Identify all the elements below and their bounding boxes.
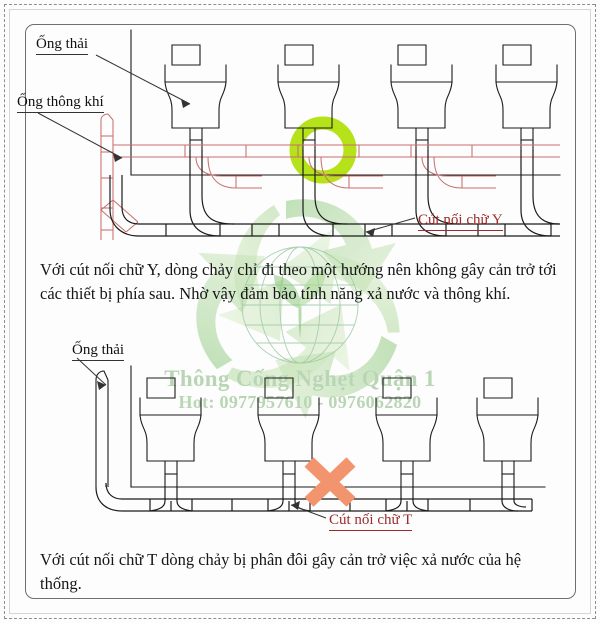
top-fixtures-group xyxy=(130,29,561,176)
highlight-ring xyxy=(289,116,357,184)
label-vent-pipe-top: Ống thông khí xyxy=(17,94,104,113)
drain-pipe-t-network xyxy=(95,482,533,512)
label-waste-pipe-top: Ống thải xyxy=(36,36,89,55)
watermark-phone: Hot: 0977957610 - 0976062820 xyxy=(178,392,422,412)
label-waste-pipe-bottom: Ống thải xyxy=(72,342,125,361)
callout-arrowheads-top xyxy=(113,99,375,237)
label-t-fitting: Cút nối chữ T xyxy=(329,512,413,531)
outer-thin-border xyxy=(9,9,591,614)
bottom-waste-stack xyxy=(95,370,109,487)
callout-leaders-bottom xyxy=(76,357,327,519)
label-y-fitting: Cút nối chữ Y xyxy=(418,212,503,231)
bottom-fixtures-group xyxy=(130,365,546,488)
callout-arrowheads-bottom xyxy=(97,381,300,510)
vent-pipe-network xyxy=(100,113,560,240)
content-frame xyxy=(25,24,576,599)
cross-x-marker xyxy=(304,457,356,507)
paragraph-t-fitting-explanation: Với cút nối chữ T dòng chảy bị phân đôi … xyxy=(40,550,522,593)
drain-pipe-y-network xyxy=(109,150,560,237)
paragraph-y-fitting-explanation: Với cút nối chữ Y, dòng chảy chỉ đi theo… xyxy=(40,260,557,303)
